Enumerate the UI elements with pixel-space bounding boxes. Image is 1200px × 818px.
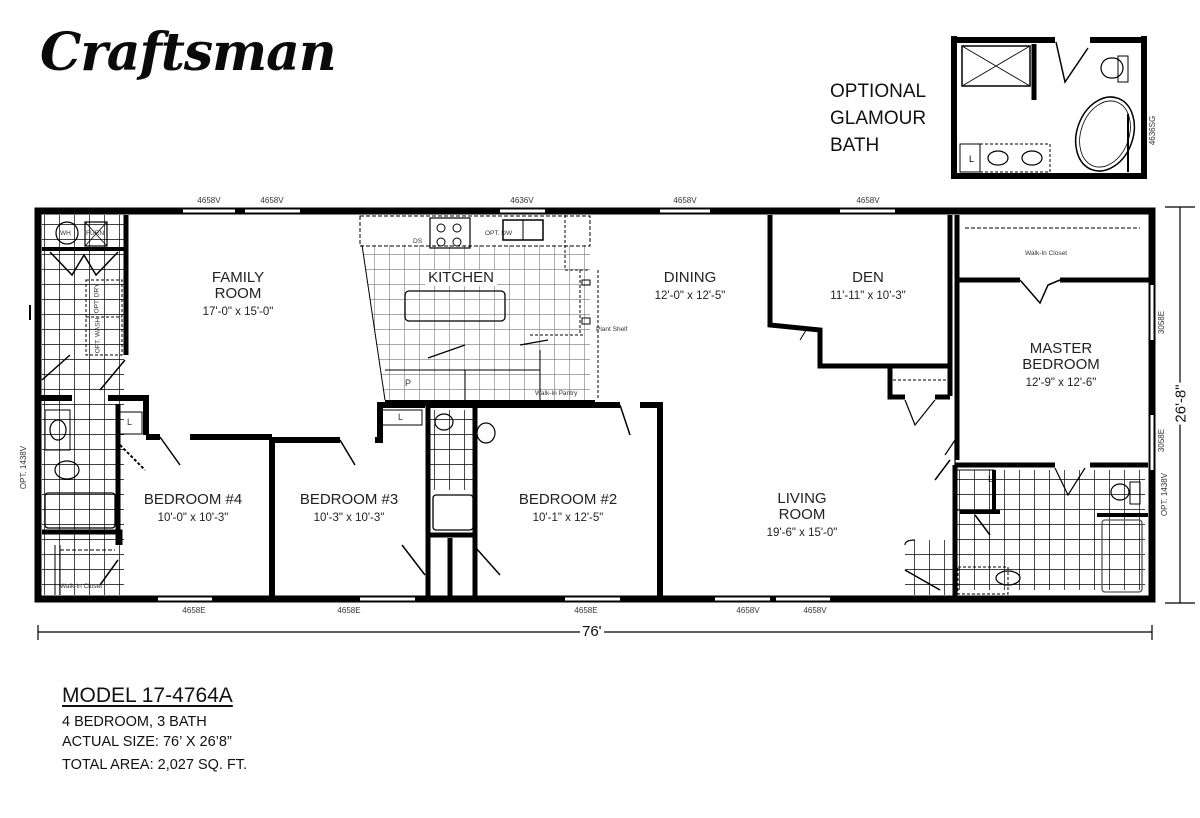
overall-width-dimension: 76' bbox=[580, 623, 604, 640]
walk-in-closet-label: Walk-In Closet bbox=[60, 583, 103, 590]
plant-shelf-label: Plant Shelf bbox=[596, 326, 628, 333]
room-bedroom-2: BEDROOM #2 10'-1" x 12'-5" bbox=[519, 492, 617, 526]
actual-size: ACTUAL SIZE: 76’ X 26’8” bbox=[62, 734, 232, 750]
room-size: 11'-11" x 10'-3" bbox=[830, 290, 906, 302]
optional-bath-inset: L bbox=[951, 36, 1147, 179]
room-den: DEN 11'-11" x 10'-3" bbox=[830, 270, 905, 304]
optional-glamour-bath-label: OPTIONAL GLAMOUR BATH bbox=[830, 78, 926, 159]
room-name: BEDROOM #4 bbox=[143, 491, 243, 508]
room-family-room: FAMILY ROOM 17'-0" x 15'-0" bbox=[203, 270, 274, 320]
window-code: 4658V bbox=[736, 606, 760, 615]
room-name: KITCHEN bbox=[428, 269, 494, 286]
room-size: 12'-9" x 12'-6" bbox=[1025, 377, 1097, 389]
total-area: TOTAL AREA: 2,027 SQ. FT. bbox=[62, 757, 248, 773]
window-code-right: OPT. 1438V bbox=[1160, 472, 1170, 517]
opt-dw-label: OPT. DW bbox=[485, 230, 513, 237]
room-name: DEN bbox=[852, 269, 884, 286]
water-heater-label: WH bbox=[60, 230, 71, 237]
room-name: BEDROOM #3 bbox=[299, 491, 399, 508]
room-size: 10'-3" x 10'-3" bbox=[313, 512, 385, 524]
room-size: 12'-0" x 12'-5" bbox=[654, 290, 726, 302]
model-info: MODEL 17-4764A 4 BEDROOM, 3 BATH ACTUAL … bbox=[62, 684, 247, 775]
room-size: 10'-1" x 12'-5" bbox=[532, 512, 604, 524]
linen-label: L bbox=[398, 412, 404, 422]
label-line: BATH bbox=[830, 135, 880, 156]
label-line: OPTIONAL bbox=[830, 81, 927, 102]
room-size: 10'-0" x 10'-3" bbox=[157, 512, 229, 524]
window-code: 4658V bbox=[260, 196, 284, 205]
walk-in-pantry-label: Walk-In Pantry bbox=[535, 390, 578, 397]
room-size: 19'-6" x 15'-0" bbox=[766, 527, 838, 539]
window-code: 4658E bbox=[182, 606, 206, 615]
window-code: 4658V bbox=[856, 196, 880, 205]
model-number: MODEL 17-4764A bbox=[62, 684, 233, 707]
window-code-right: 3058E bbox=[1157, 310, 1167, 335]
pantry-label: P bbox=[405, 378, 412, 388]
window-code: 4658V bbox=[803, 606, 827, 615]
window-code: 4658V bbox=[673, 196, 697, 205]
window-code: 4636V bbox=[510, 196, 534, 205]
furnace-label: FURN bbox=[86, 230, 105, 237]
room-living-room: LIVING ROOM 19'-6" x 15'-0" bbox=[767, 491, 838, 541]
room-name: MASTER bbox=[1029, 340, 1093, 357]
room-name: BEDROOM bbox=[1022, 356, 1100, 373]
room-name: LIVING bbox=[777, 490, 827, 507]
window-code-right: 3058E bbox=[1157, 428, 1167, 453]
room-kitchen: KITCHEN bbox=[425, 270, 497, 286]
opt-wash-label: OPT. WASH bbox=[94, 317, 102, 354]
linen-label: L bbox=[988, 474, 994, 484]
linen-label: L bbox=[127, 417, 133, 427]
walk-in-closet-label: Walk-In Closet bbox=[1025, 250, 1068, 257]
room-name: ROOM bbox=[214, 285, 262, 302]
beds-baths: 4 BEDROOM, 3 BATH bbox=[62, 714, 207, 730]
room-bedroom-4: BEDROOM #4 10'-0" x 10'-3" bbox=[144, 492, 242, 526]
linen-label: L bbox=[969, 154, 974, 164]
window-code: 4658V bbox=[197, 196, 221, 205]
room-name: FAMILY bbox=[211, 269, 265, 286]
room-bedroom-3: BEDROOM #3 10'-3" x 10'-3" bbox=[300, 492, 398, 526]
brand-logo: Craftsman bbox=[40, 22, 337, 83]
opt-dry-label: OPT. DRY bbox=[93, 283, 101, 314]
room-name: DINING bbox=[663, 269, 717, 286]
overall-depth-dimension: 26'-8" bbox=[1172, 382, 1190, 425]
room-dining: DINING 12'-0" x 12'-5" bbox=[655, 270, 726, 304]
room-size: 17'-0" x 15'-0" bbox=[202, 306, 274, 318]
window-code-left: OPT. 1438V bbox=[19, 445, 29, 490]
label-line: GLAMOUR bbox=[830, 108, 927, 129]
room-master-bedroom: MASTER BEDROOM 12'-9" x 12'-6" bbox=[1022, 341, 1100, 391]
room-name: BEDROOM #2 bbox=[518, 491, 618, 508]
room-name: ROOM bbox=[778, 506, 826, 523]
window-code: 4658E bbox=[337, 606, 361, 615]
window-code: 4658E bbox=[574, 606, 598, 615]
dishwasher-label: DS bbox=[413, 238, 423, 245]
